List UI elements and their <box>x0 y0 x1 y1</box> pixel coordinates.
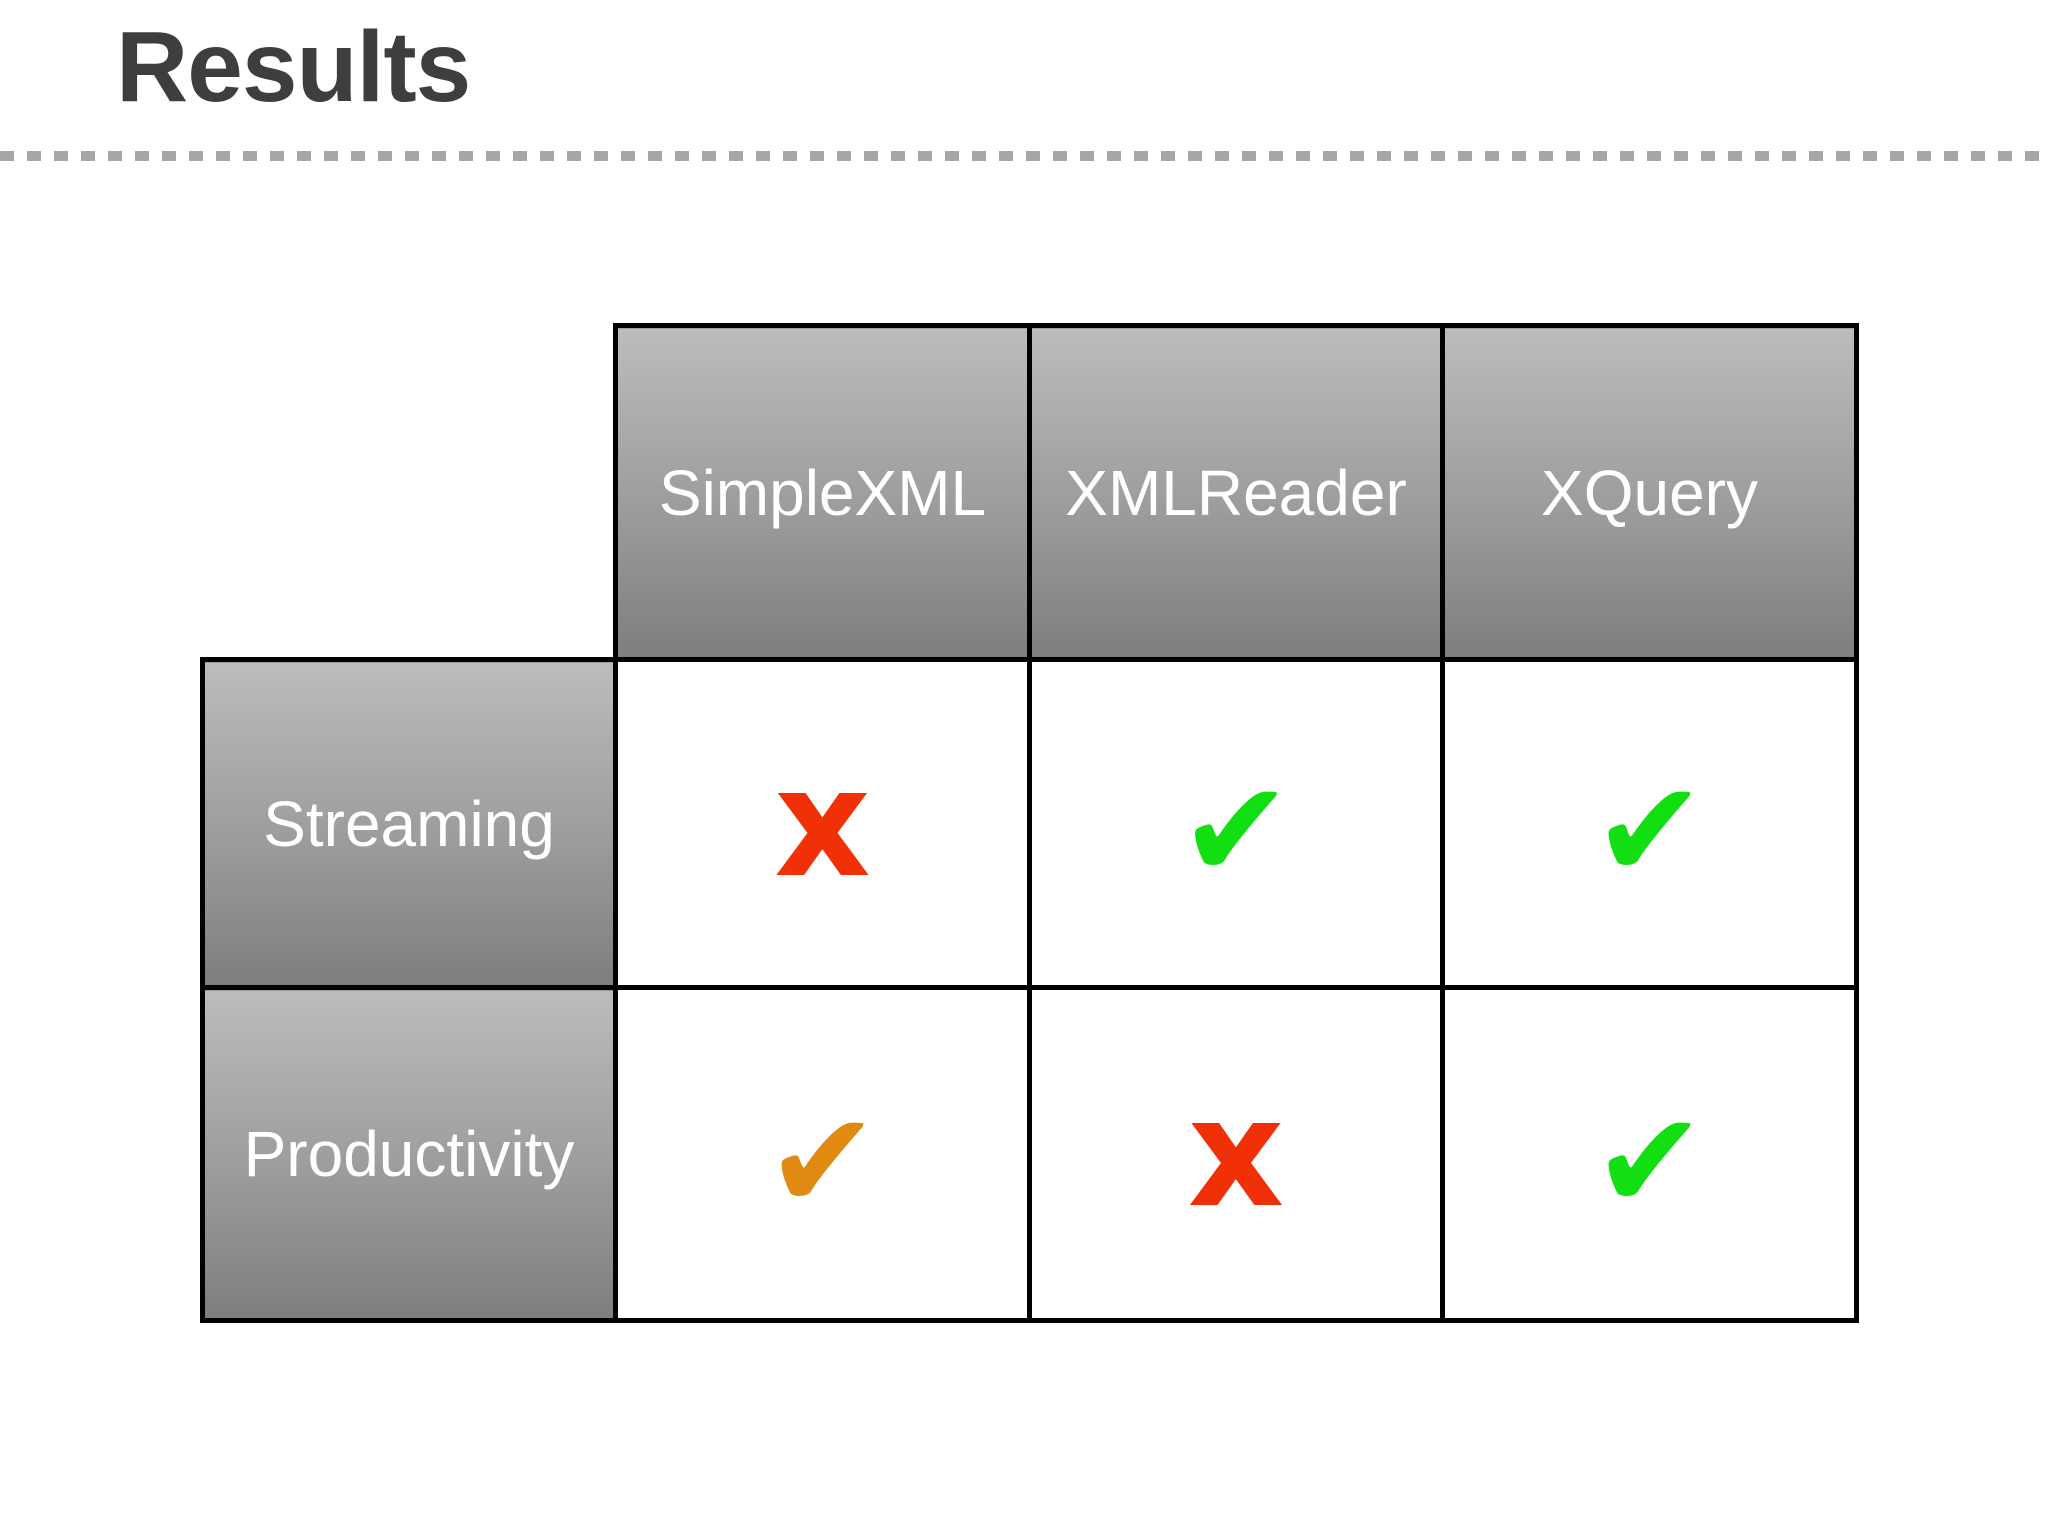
title-divider <box>0 151 2048 161</box>
row-header-productivity: Productivity <box>200 985 618 1323</box>
check-mark-icon: ✔ <box>765 1082 880 1240</box>
check-mark-icon: ✔ <box>1592 1082 1707 1240</box>
cell-streaming-xquery: ✔ <box>1440 657 1859 990</box>
table-row-productivity: Productivity ✔ x ✔ <box>200 985 1859 1323</box>
cross-mark-icon: x <box>1187 1067 1285 1241</box>
cross-mark-icon: x <box>774 736 871 911</box>
cell-productivity-xquery: ✔ <box>1440 985 1859 1323</box>
results-table: SimpleXML XMLReader XQuery Streaming x ✔… <box>200 323 1859 1323</box>
column-header-row: SimpleXML XMLReader XQuery <box>203 323 1859 662</box>
row-header-streaming: Streaming <box>200 657 618 990</box>
cell-productivity-simplexml: ✔ <box>613 985 1032 1323</box>
column-header-simplexml: SimpleXML <box>613 323 1032 662</box>
check-mark-icon: ✔ <box>1179 751 1293 909</box>
page-title: Results <box>116 11 471 123</box>
table-row-streaming: Streaming x ✔ ✔ <box>200 657 1859 990</box>
column-header-xquery: XQuery <box>1440 323 1859 662</box>
column-header-xmlreader: XMLReader <box>1027 323 1445 662</box>
corner-cell <box>203 326 616 660</box>
cell-productivity-xmlreader: x <box>1027 985 1445 1323</box>
cell-streaming-xmlreader: ✔ <box>1027 657 1445 990</box>
cell-streaming-simplexml: x <box>613 657 1032 990</box>
check-mark-icon: ✔ <box>1592 751 1707 909</box>
